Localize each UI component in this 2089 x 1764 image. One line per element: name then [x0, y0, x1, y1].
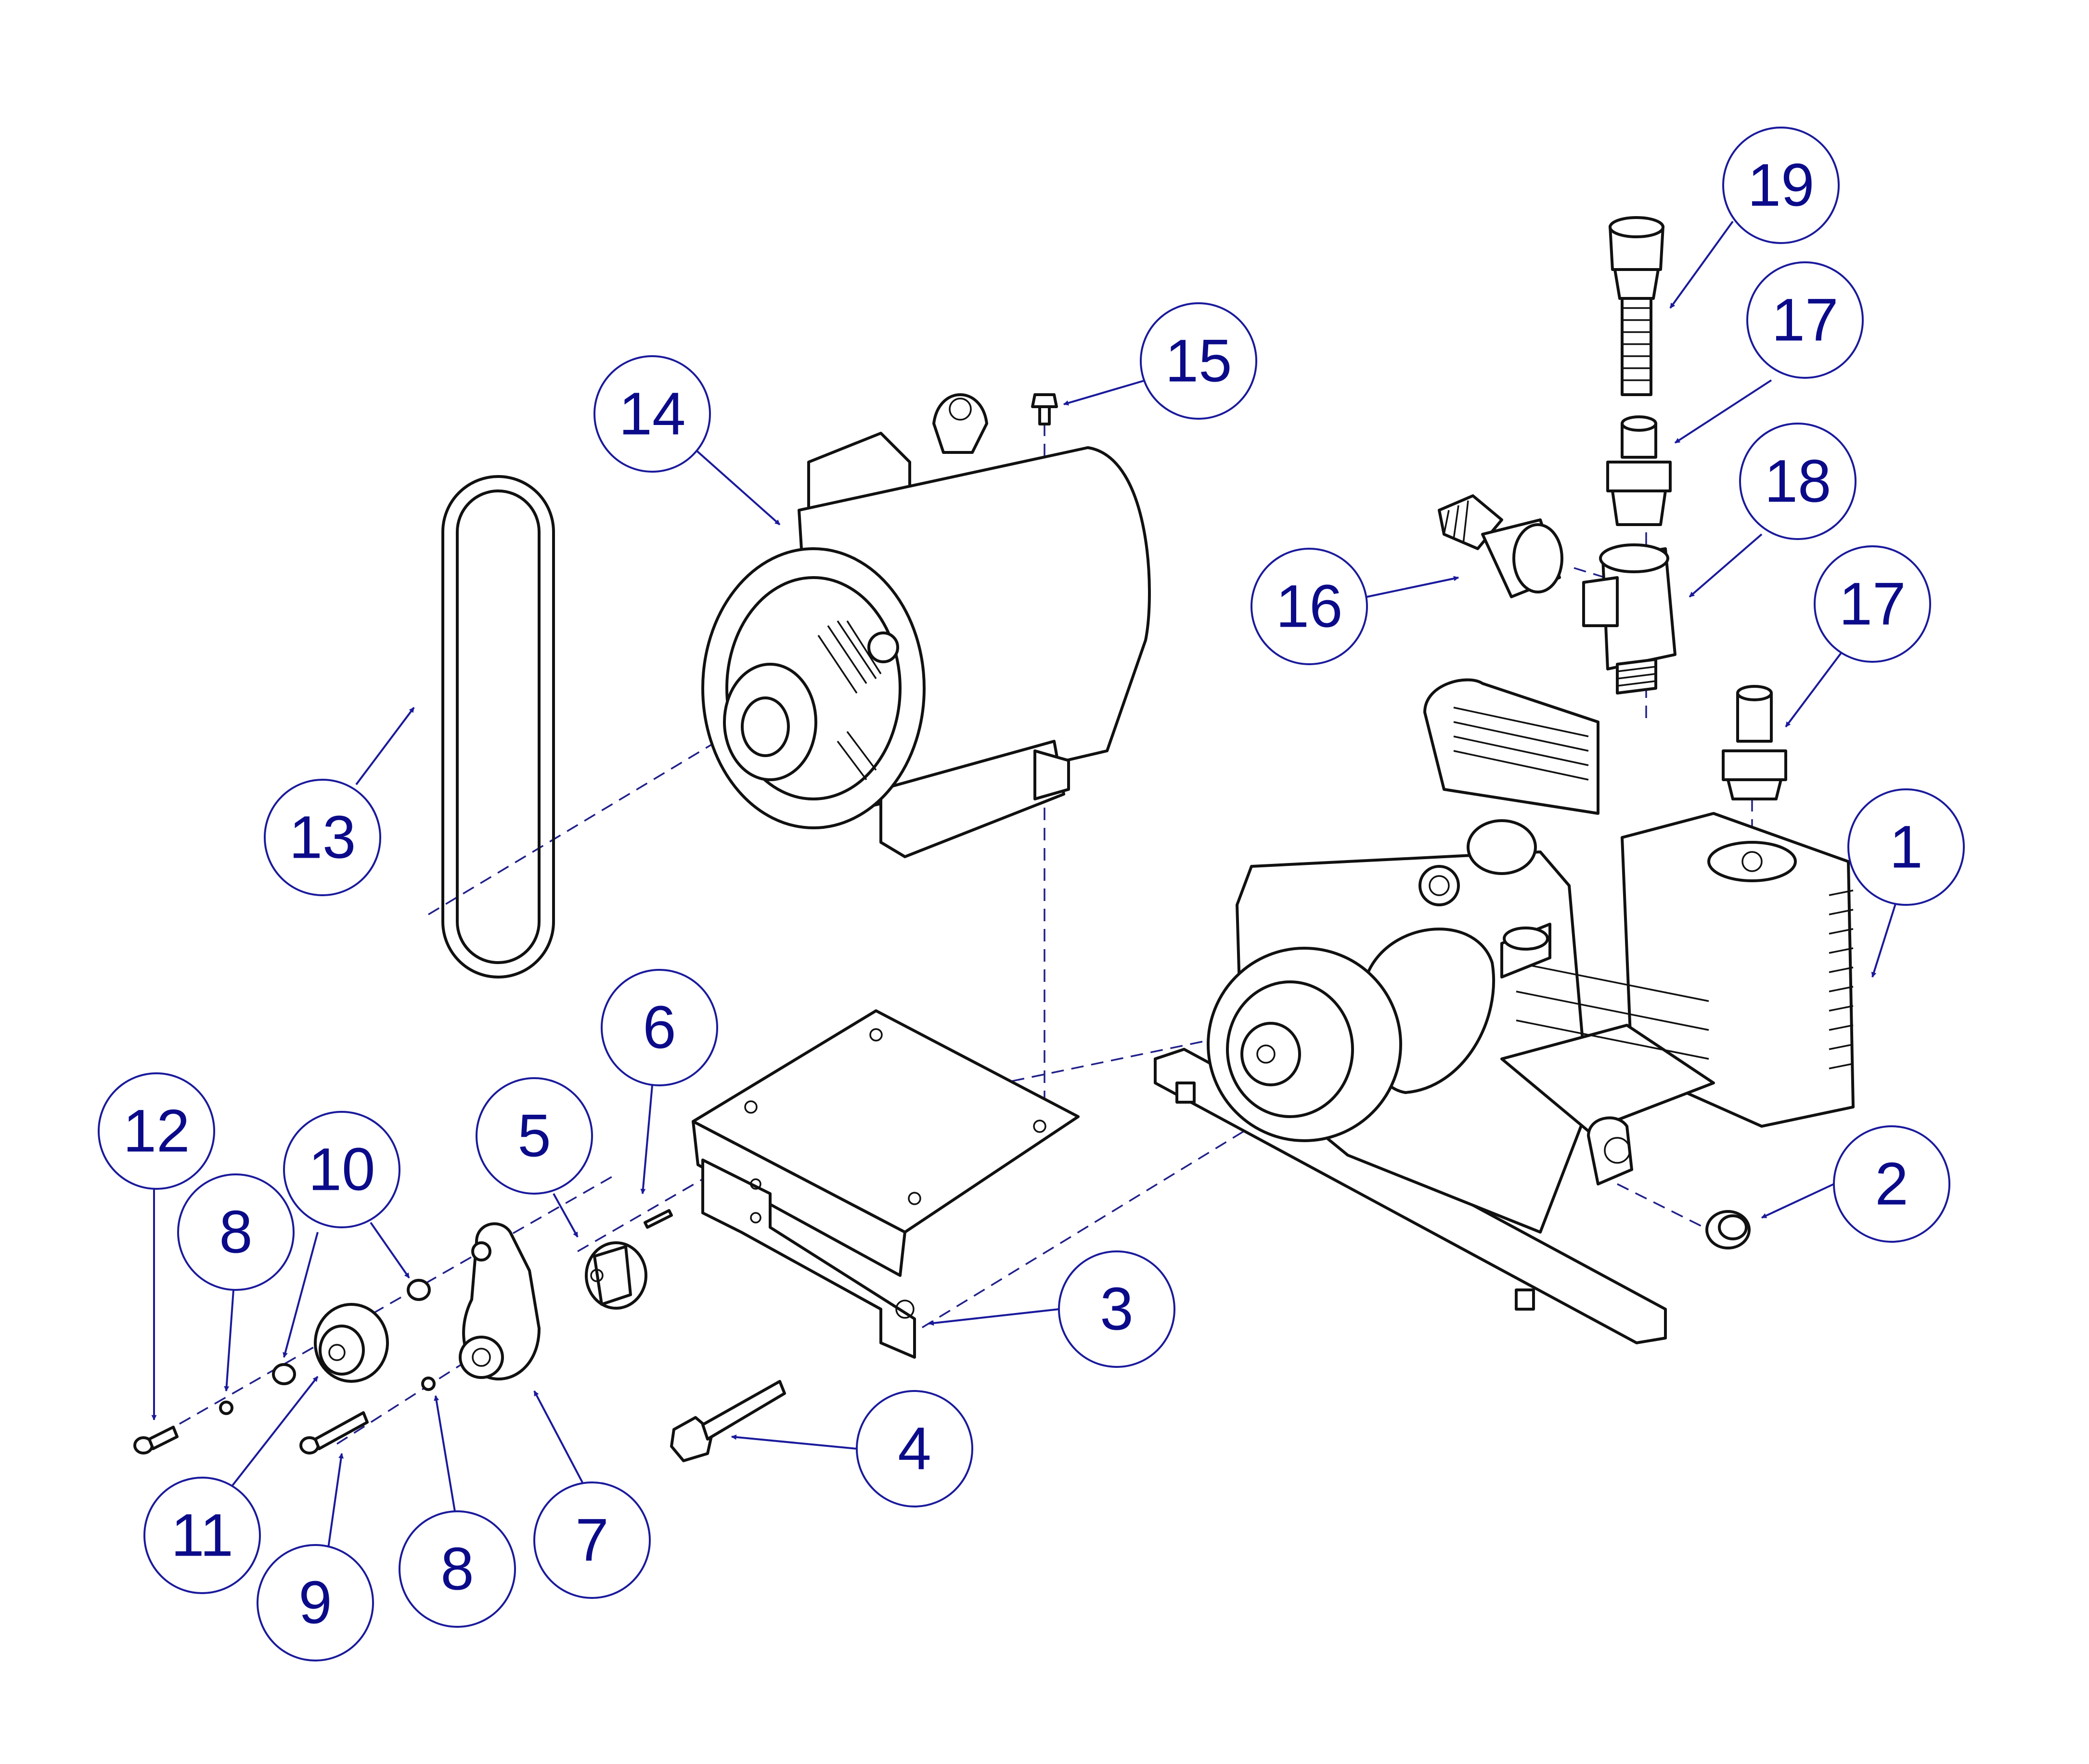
short-bolt: [133, 1426, 179, 1455]
nipple-fitting-lower: [1722, 685, 1787, 800]
motor-screw: [1031, 393, 1058, 425]
callout-7: 7: [533, 1481, 651, 1599]
leader-19: [1669, 220, 1734, 309]
leader-10a: [283, 1232, 319, 1358]
electric-motor: [701, 393, 1151, 858]
callout-12-label: 12: [123, 1098, 190, 1165]
callout-10-label: 10: [308, 1136, 375, 1203]
tee-fitting: [1582, 543, 1676, 695]
leader-16: [1367, 576, 1459, 598]
callout-5-label: 5: [517, 1103, 551, 1170]
leader-6: [640, 1085, 653, 1195]
callout-13-label: 13: [289, 804, 356, 871]
coupling: [1438, 494, 1563, 598]
callout-11: 11: [143, 1477, 261, 1594]
callout-14: 14: [593, 355, 711, 473]
callout-16: 16: [1251, 548, 1368, 665]
plug: [1705, 1210, 1751, 1249]
small-hardware: [219, 1279, 436, 1415]
callout-6: 6: [601, 969, 718, 1086]
leader-15: [1063, 379, 1146, 406]
leader-17b: [1785, 649, 1844, 728]
callout-8-upper: 8: [177, 1173, 295, 1291]
callout-11-label: 11: [171, 1502, 233, 1569]
callout-12: 12: [98, 1072, 215, 1190]
callout-7-label: 7: [575, 1507, 609, 1574]
callout-18-label: 18: [1764, 448, 1831, 515]
hub-collar: [585, 1241, 647, 1310]
callout-5: 5: [476, 1077, 593, 1195]
leader-2: [1761, 1183, 1834, 1219]
callout-3-label: 3: [1100, 1276, 1134, 1343]
leader-4: [731, 1434, 857, 1450]
callout-4-label: 4: [898, 1416, 931, 1482]
callout-14-label: 14: [619, 381, 685, 448]
callout-1: 1: [1847, 788, 1965, 906]
callout-1-label: 1: [1889, 814, 1923, 881]
idler-pulley: [314, 1303, 389, 1383]
callout-16-label: 16: [1276, 573, 1342, 640]
callout-13: 13: [264, 779, 381, 896]
callout-9-label: 9: [298, 1570, 332, 1636]
callout-8-upper-label: 8: [219, 1199, 253, 1266]
idler-arm: [459, 1222, 541, 1380]
leader-5: [553, 1193, 579, 1237]
key-pin: [644, 1209, 673, 1229]
callout-18: 18: [1739, 423, 1857, 540]
callout-9: 9: [257, 1544, 374, 1661]
callout-8-lower-label: 8: [440, 1536, 474, 1603]
callout-6-label: 6: [643, 994, 676, 1061]
idler-bolt: [299, 1411, 369, 1455]
callout-8-lower: 8: [399, 1510, 516, 1628]
callout-15-label: 15: [1165, 328, 1232, 395]
v-belt: [441, 475, 555, 979]
leader-3: [928, 1308, 1059, 1326]
callout-15: 15: [1140, 302, 1257, 420]
mounting-bracket: [692, 1009, 1080, 1359]
leader-14: [692, 447, 781, 526]
leader-10b: [370, 1222, 410, 1279]
callout-19: 19: [1722, 127, 1840, 244]
callout-3: 3: [1058, 1250, 1175, 1368]
leader-7: [533, 1391, 583, 1483]
leader-13: [355, 707, 415, 785]
callout-19-label: 19: [1747, 152, 1814, 219]
callout-17-upper: 17: [1746, 261, 1864, 379]
callout-4: 4: [856, 1390, 973, 1507]
callout-2: 2: [1833, 1125, 1950, 1243]
leader-9: [326, 1453, 344, 1555]
callout-17-lower-label: 17: [1839, 571, 1906, 638]
callout-2-label: 2: [1875, 1151, 1908, 1218]
callouts: 1 2 3 4 5 6 7 8: [98, 127, 1965, 1661]
compressor-pump: [1154, 678, 1855, 1344]
flex-hose: [1609, 216, 1664, 396]
long-bolt: [670, 1380, 786, 1462]
leader-8b: [434, 1395, 456, 1512]
leader-8a: [224, 1289, 234, 1392]
callout-leaders: [151, 220, 1902, 1555]
leader-11: [230, 1376, 319, 1488]
callout-17-upper-label: 17: [1771, 287, 1838, 354]
callout-17-lower: 17: [1814, 545, 1931, 663]
leader-18: [1689, 533, 1763, 598]
callout-10: 10: [283, 1111, 400, 1228]
leader-17a: [1674, 379, 1772, 444]
nipple-fitting-upper: [1606, 415, 1672, 526]
